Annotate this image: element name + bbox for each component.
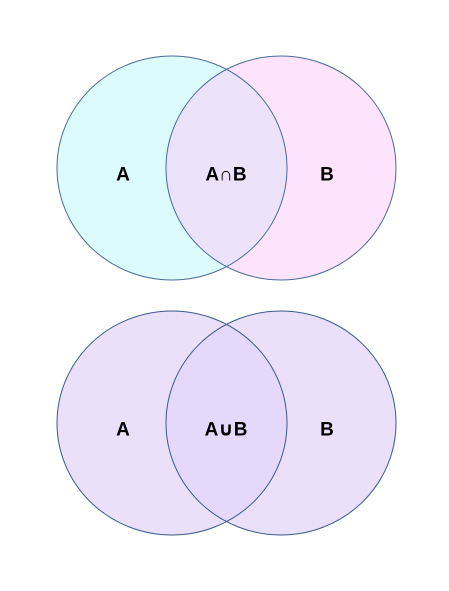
set-a-label: A bbox=[116, 419, 130, 441]
intersection-venn-graphic bbox=[56, 55, 397, 281]
union-label: A∪B bbox=[204, 419, 248, 441]
intersection-label: A∩B bbox=[205, 164, 247, 186]
overlap-region bbox=[166, 56, 287, 280]
set-a-label: A bbox=[116, 164, 130, 186]
set-b-label: B bbox=[320, 164, 334, 186]
set-b-label: B bbox=[320, 419, 334, 441]
overlap-region bbox=[166, 311, 287, 535]
set-a-outline bbox=[56, 310, 288, 536]
union-venn-graphic bbox=[56, 310, 397, 536]
union-venn-diagram: A A∪B B bbox=[0, 303, 449, 543]
set-a-outline bbox=[56, 55, 288, 281]
set-b-outline bbox=[165, 310, 397, 536]
intersection-venn-diagram: A A∩B B bbox=[0, 48, 449, 288]
set-b-outline bbox=[165, 55, 397, 281]
